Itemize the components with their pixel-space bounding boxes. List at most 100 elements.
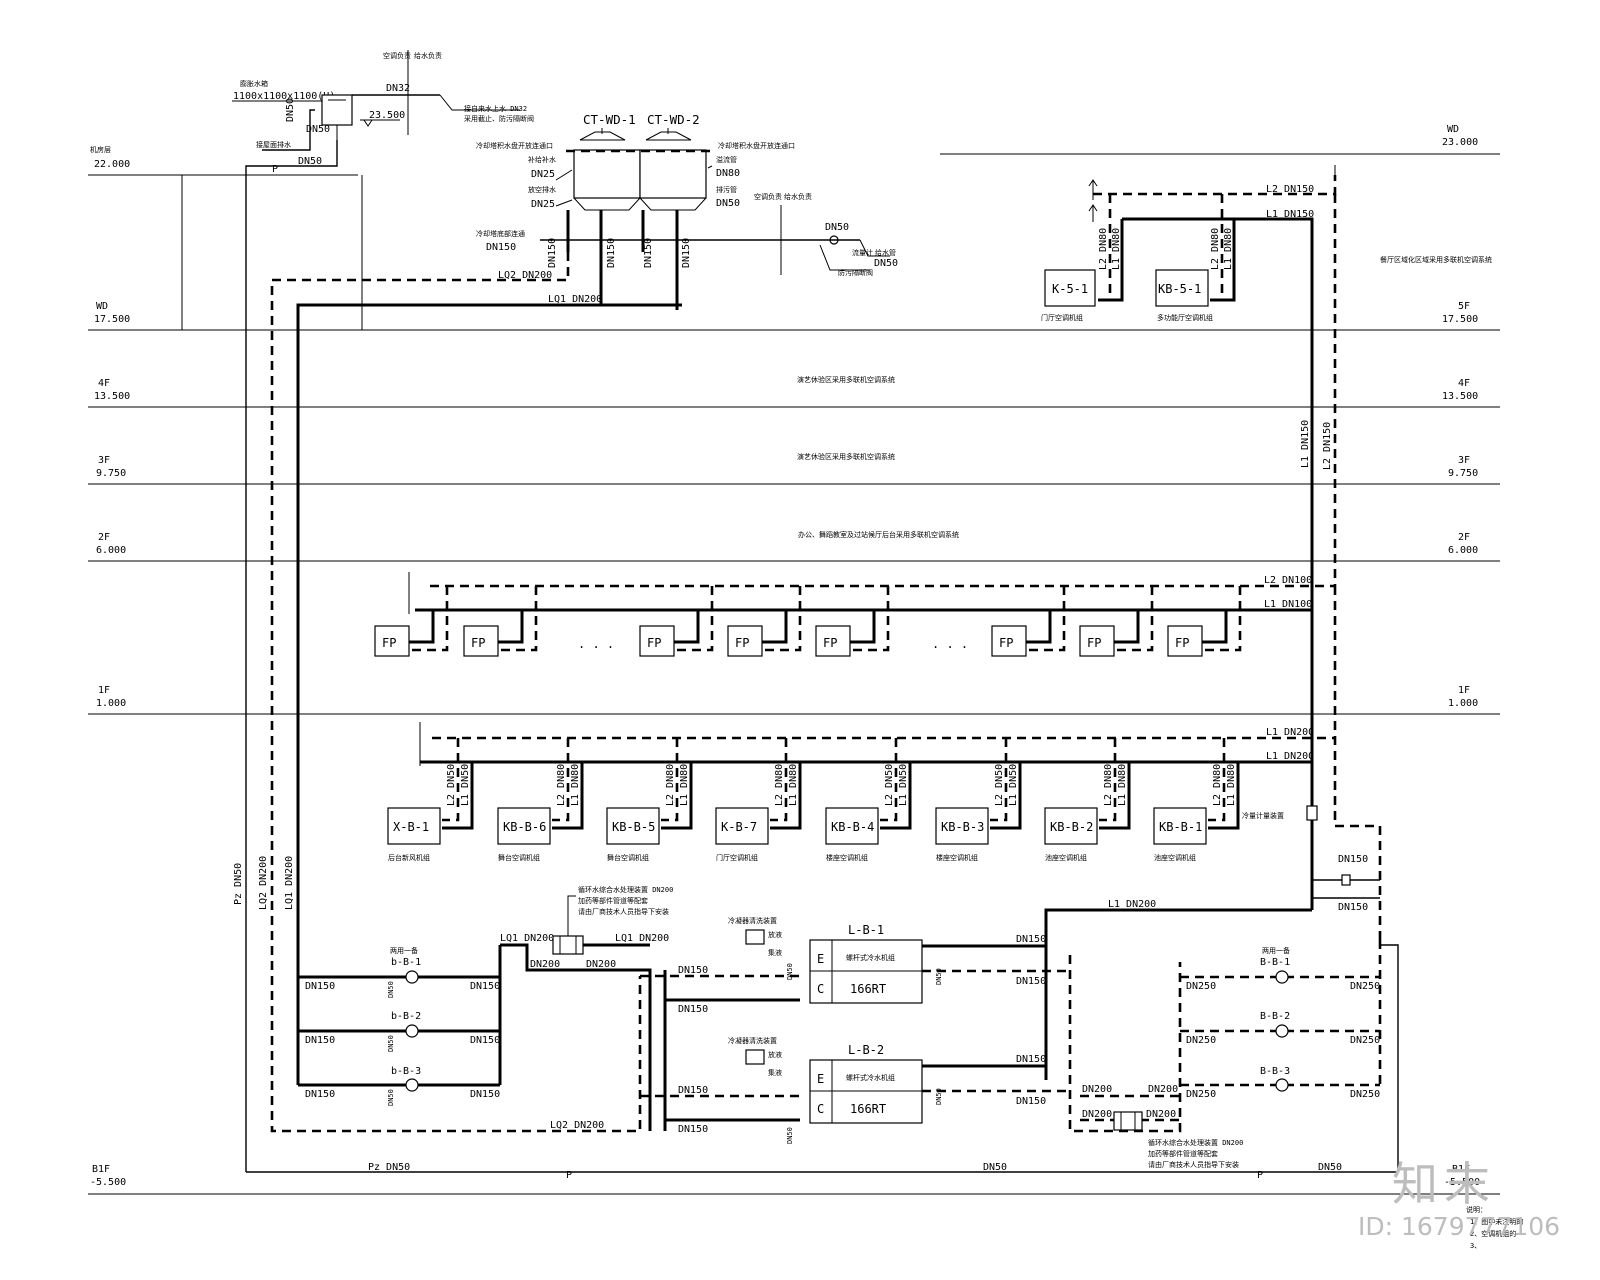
ahu-l1: L1 DN80 xyxy=(788,764,799,806)
chiller-e: E xyxy=(817,952,824,966)
cw-pump: b-B-1 xyxy=(391,957,421,968)
cleaner-box xyxy=(745,929,765,945)
roof-l1-v: L1 DN150 xyxy=(1300,420,1311,468)
floor-name-left: 机房层 xyxy=(90,145,111,154)
tower-water-note-2: 给水负责 xyxy=(784,192,812,201)
floor-elev-right: 17.500 xyxy=(1442,314,1478,325)
chw-pump: B-B-1 xyxy=(1260,957,1290,968)
fan-coil-box xyxy=(639,625,675,657)
roof-unit-tag: KB-5-1 xyxy=(1158,282,1201,296)
ahu-box xyxy=(606,807,660,845)
tower-water-note-1: 空调负责 xyxy=(754,192,782,201)
chiller-c: C xyxy=(817,1102,824,1116)
ch-dn150: DN150 xyxy=(678,1124,708,1135)
ahu-l1: L1 DN80 xyxy=(679,764,690,806)
fan-coil-box xyxy=(991,625,1027,657)
notes-line: 3、 xyxy=(1470,1242,1481,1250)
chw-dn200: DN200 xyxy=(1148,1084,1178,1095)
ahu-desc: 后台新风机组 xyxy=(388,853,430,862)
bypass-dn: DN150 xyxy=(1338,854,1368,865)
chiller-cap: 166RT xyxy=(850,1102,886,1116)
p-mark: P xyxy=(1257,1170,1263,1181)
fan-coil-box xyxy=(463,625,499,657)
floor-name-right: 3F xyxy=(1458,455,1470,466)
cw-dn: DN150 xyxy=(305,981,335,992)
lq1-v-label: LQ1 DN200 xyxy=(284,856,295,910)
chiller-cap: 166RT xyxy=(850,982,886,996)
fan-coil-box xyxy=(1167,625,1203,657)
fp-l2-main: L2 DN100 xyxy=(1264,575,1312,586)
meter-note: 冷量计量装置 xyxy=(1242,811,1284,820)
floor-name-left: 3F xyxy=(98,455,110,466)
tower-overflow-label: 溢流管 xyxy=(716,155,737,164)
chiller-type: 螺杆式冷水机组 xyxy=(846,953,895,962)
tower-bottom-note: 冷却塔底部连通 xyxy=(476,229,525,238)
roof-unit-desc: 多功能厅空调机组 xyxy=(1157,313,1213,322)
tower-drain-label: 放空排水 xyxy=(528,185,556,194)
cooling-tower-2 xyxy=(639,149,707,199)
ch-dn50: DN50 xyxy=(786,1127,794,1144)
pz-label: Pz DN50 xyxy=(233,863,244,905)
cleaner-box xyxy=(745,1049,765,1065)
floor-name-left: 1F xyxy=(98,685,110,696)
floor-elev-left: 1.000 xyxy=(96,698,126,709)
lq2-bottom-label: LQ2 DN200 xyxy=(550,1120,604,1131)
chw-dn: DN250 xyxy=(1350,1035,1380,1046)
lq2-v-label: LQ2 DN200 xyxy=(258,856,269,910)
pz-bottom: Pz DN50 xyxy=(368,1162,410,1173)
riser-dn: DN150 xyxy=(681,238,692,268)
ahu-l1-top: L1 DN200 xyxy=(1266,727,1314,738)
riser-dn: DN150 xyxy=(547,238,558,268)
floor-lines xyxy=(88,153,1500,1195)
tower-inlet-dn: DN50 xyxy=(874,258,898,269)
chiller-tag: L-B-1 xyxy=(848,923,884,937)
cooling-towers: CT-WD-1 CT-WD-2 冷却塔积水盘开放连通口 冷却塔积水盘开放连通口 … xyxy=(476,112,898,305)
fan-coil-label: FP xyxy=(823,636,837,650)
floor-elev-left: 6.000 xyxy=(96,545,126,556)
ch-dn150: DN150 xyxy=(1016,1096,1046,1107)
tower-makeup-dn: DN25 xyxy=(531,169,555,180)
cw-dn: DN150 xyxy=(305,1089,335,1100)
zone-note-2f: 办公、舞蹈教室及过站候厅后台采用多联机空调系统 xyxy=(798,530,959,539)
ahu-l1: L1 DN50 xyxy=(460,764,471,806)
plant-room: 冷量计量装置 DN150 DN150 L1 DN200 两用一备 b-B-1 b… xyxy=(246,586,1399,1181)
makeup-note: 接自来水上水 DN32 xyxy=(464,104,527,113)
zone-note-4f: 演艺休验区采用多联机空调系统 xyxy=(797,375,895,384)
floor-elev-right: 13.500 xyxy=(1442,391,1478,402)
floor-labels: 机房层 22.000 WD 23.000 WD 17.500 5F 17.500… xyxy=(90,124,1480,1188)
ahu-l2: L2 DN80 xyxy=(1103,764,1114,806)
fan-coil-label: FP xyxy=(382,636,396,650)
floor-name-left: WD xyxy=(96,301,108,312)
water-treatment-unit xyxy=(552,935,584,955)
ahu-box xyxy=(1044,807,1098,845)
tank-dn50-b: DN50 xyxy=(306,124,330,135)
unit-box xyxy=(1044,269,1096,307)
floor-elev-right: -5.500 xyxy=(1444,1177,1480,1188)
pump-icon xyxy=(405,970,419,984)
floor-name-left: B1F xyxy=(92,1164,110,1175)
chw-dn200: DN200 xyxy=(1146,1109,1176,1120)
cleaner-a: 放液 xyxy=(768,930,782,939)
watermark-logo: 知末 xyxy=(1392,1157,1496,1211)
tank-top-note-1: 空调负责 xyxy=(383,51,411,60)
dosing-note-1: 循环水综合水处理装置 DN200 xyxy=(578,885,673,894)
cw-pump: b-B-3 xyxy=(391,1066,421,1077)
fan-coil-box xyxy=(374,625,410,657)
ahu-l2: L2 DN50 xyxy=(884,764,895,806)
ahu-box xyxy=(715,807,769,845)
cw-dn50: DN50 xyxy=(387,1089,395,1106)
cw-dn50: DN50 xyxy=(387,1035,395,1052)
tower-right-note: 冷却塔积水盘开放连通口 xyxy=(718,141,795,150)
fan-coil-box xyxy=(815,625,851,657)
cw-group-label: 两用一备 xyxy=(390,946,418,955)
ahu-l1: L1 DN50 xyxy=(898,764,909,806)
ahu-l2: L2 DN50 xyxy=(994,764,1005,806)
lq2-label: LQ2 DN200 xyxy=(498,270,552,281)
floor-elev-left: 17.500 xyxy=(94,314,130,325)
ch-dn50: DN50 xyxy=(935,968,943,985)
ahu-tag: KB-B-6 xyxy=(503,820,546,834)
ahu-l1: L1 DN80 xyxy=(1226,764,1237,806)
l1-main: L1 DN200 xyxy=(1108,899,1156,910)
ch-dn150: DN150 xyxy=(678,965,708,976)
